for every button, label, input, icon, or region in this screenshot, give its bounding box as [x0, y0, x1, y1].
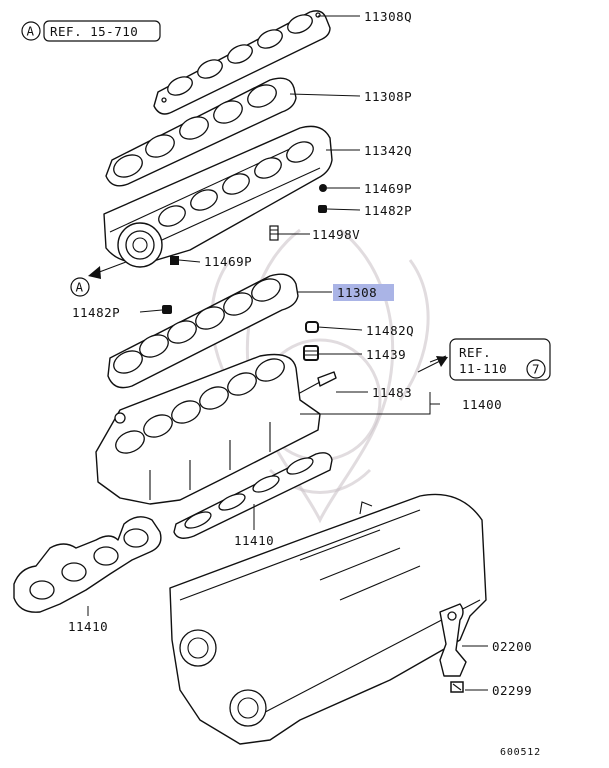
arrow-a-marker: A: [70, 277, 90, 297]
arrow-a-letter: A: [76, 280, 84, 295]
label-11439[interactable]: 11439: [366, 347, 406, 362]
nut-11439: [303, 345, 319, 361]
upper-manifold-11342Q: [103, 125, 333, 268]
label-11482P-left[interactable]: 11482P: [72, 305, 120, 320]
nut-11469P-mid: [170, 256, 179, 265]
gasket-11410-left: [13, 516, 162, 613]
ref-15-710[interactable]: A REF. 15-710: [21, 20, 161, 42]
label-11308P[interactable]: 11308P: [364, 89, 412, 104]
label-11469P-top[interactable]: 11469P: [364, 181, 412, 196]
bracket-02200: [439, 603, 467, 677]
gasket-11308P: [105, 77, 297, 187]
washer-11482P-top: [318, 205, 327, 213]
ref-11-110[interactable]: REF. 11-110 7: [449, 338, 551, 381]
leader-lines: [87, 15, 488, 691]
footer-code: 600512: [500, 747, 541, 758]
label-11482P-top[interactable]: 11482P: [364, 203, 412, 218]
ref-7-line1: REF.: [459, 345, 491, 360]
ref-a-text: REF. 15-710: [50, 24, 138, 39]
label-02200[interactable]: 02200: [492, 639, 532, 654]
ref-7-line2: 11-110: [459, 361, 507, 376]
washer-11482Q: [305, 321, 319, 333]
engine-block: [169, 493, 487, 745]
gasket-11410-center: [173, 452, 333, 539]
gasket-11308Q: [153, 10, 331, 115]
washer-11482P-left: [162, 305, 172, 314]
label-11483[interactable]: 11483: [372, 385, 412, 400]
label-11410-center[interactable]: 11410: [234, 533, 274, 548]
ref-7-circle-number: 7: [532, 362, 540, 377]
label-11308Q[interactable]: 11308Q: [364, 9, 412, 24]
label-02299[interactable]: 02299: [492, 683, 532, 698]
label-11342Q[interactable]: 11342Q: [364, 143, 412, 158]
arrow-to-ref-a: [88, 261, 127, 279]
part-labels: 11308Q 11308P 11342Q 11469P 11482P 11498…: [68, 9, 532, 698]
label-11498V[interactable]: 11498V: [312, 227, 360, 242]
label-11400[interactable]: 11400: [462, 397, 502, 412]
nut-11469P-top: [319, 184, 327, 192]
gasket-11308: [107, 273, 299, 389]
lower-manifold-11400: [95, 353, 321, 505]
label-11482Q[interactable]: 11482Q: [366, 323, 414, 338]
bolt-11498V: [269, 225, 279, 241]
ref-a-circle-letter: A: [27, 24, 35, 39]
bolt-02299: [450, 681, 464, 693]
arrow-to-ref-7: [417, 356, 448, 373]
label-11469P-mid[interactable]: 11469P: [204, 254, 252, 269]
label-11308[interactable]: 11308: [337, 285, 377, 300]
highlight-11308: [333, 284, 394, 301]
label-11410-left[interactable]: 11410: [68, 619, 108, 634]
